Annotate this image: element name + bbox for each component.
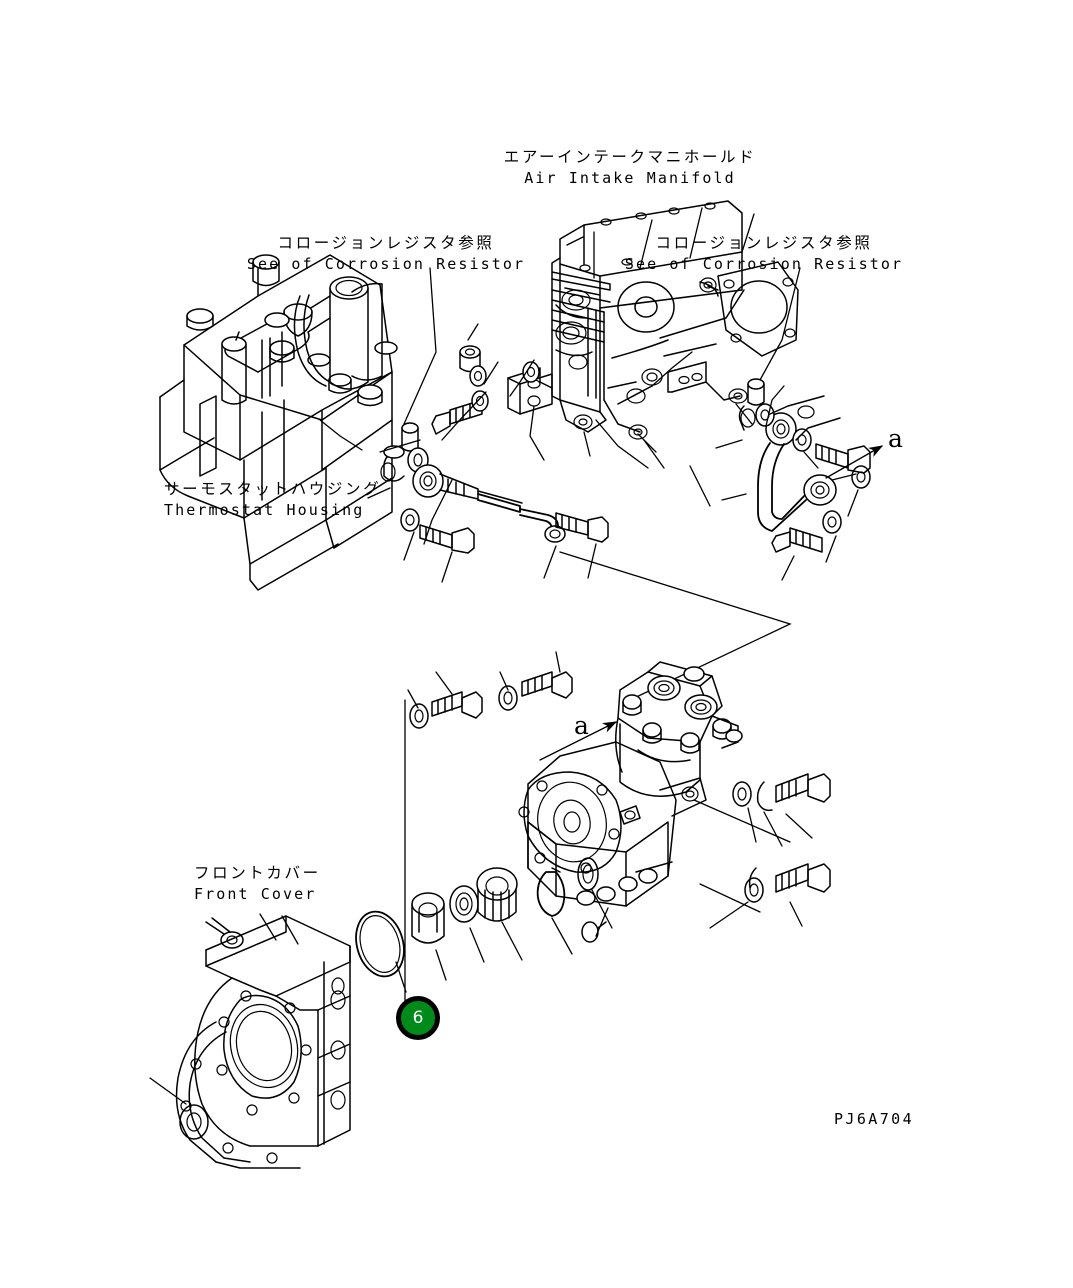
leader-lines (319, 207, 859, 937)
callout-6[interactable]: 6 (396, 996, 440, 1040)
o-ring-seal (355, 910, 405, 978)
label-corrosion-resistor-right-en: See of Corrosion Resistor (624, 255, 904, 273)
label-air-intake-manifold: エアーインテークマニホールド Air Intake Manifold (500, 146, 760, 189)
label-corrosion-resistor-right-jp: コロージョンレジスタ参照 (655, 234, 873, 252)
corrosion-resistor-tube-right (738, 378, 871, 553)
callout-6-number: 6 (412, 1008, 424, 1028)
bearing-collar-spacer-stack (355, 857, 613, 993)
leader-corrosion-left (403, 267, 437, 425)
leader-corrosion-right (759, 267, 801, 381)
corrosion-resistor-tube-left (380, 345, 609, 554)
arrow-a-upper (825, 445, 884, 479)
air-compressor-assembly (518, 661, 743, 943)
label-corrosion-resistor-left-en: See of Corrosion Resistor (246, 255, 526, 273)
marker-a-upper-right: a (888, 424, 903, 453)
drawing-code: PJ6A704 (834, 1110, 915, 1128)
label-corrosion-resistor-left: コロージョンレジスタ参照 See of Corrosion Resistor (216, 232, 556, 275)
label-air-intake-manifold-en: Air Intake Manifold (524, 169, 736, 187)
mounting-bolts-washers (407, 651, 831, 929)
label-front-cover-en: Front Cover (194, 885, 317, 903)
marker-a-compressor: a (574, 711, 589, 740)
thermostat-housing-assembly (159, 254, 398, 591)
arrow-a-compressor (539, 721, 618, 761)
label-thermostat-housing: サーモスタットハウジング Thermostat Housing (164, 478, 381, 521)
air-intake-manifold-assembly (551, 200, 799, 440)
label-corrosion-resistor-left-jp: コロージョンレジスタ参照 (277, 234, 495, 252)
label-front-cover-jp: フロントカバー (194, 864, 321, 882)
label-air-intake-manifold-jp: エアーインテークマニホールド (503, 148, 757, 166)
front-cover-assembly (149, 913, 351, 1169)
assembly-connector-line (559, 551, 792, 701)
label-thermostat-housing-en: Thermostat Housing (164, 501, 365, 519)
label-corrosion-resistor-right: コロージョンレジスタ参照 See of Corrosion Resistor (594, 232, 934, 275)
label-thermostat-housing-jp: サーモスタットハウジング (164, 480, 382, 498)
label-front-cover: フロントカバー Front Cover (194, 862, 321, 905)
